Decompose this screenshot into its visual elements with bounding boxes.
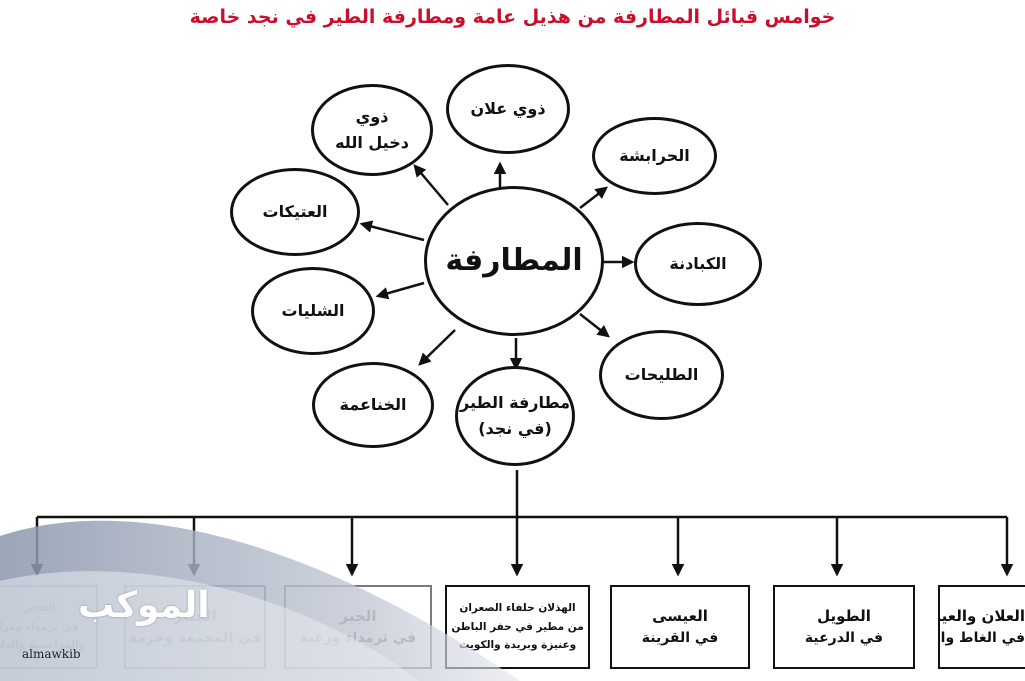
node-label: دخيل الله	[335, 133, 409, 152]
box-issa: العيسى في القرينة	[610, 585, 750, 669]
node-dhawi-dakhil: ذوي دخيل الله	[311, 84, 433, 176]
watermark-sub: almawkib	[22, 647, 81, 661]
node-label: الطليحات	[624, 365, 699, 385]
arrow-to-tulayhat	[579, 313, 610, 338]
arrow-to-dhawi-dakhil	[413, 164, 449, 206]
box-line1: الحجي	[22, 602, 56, 615]
box-line3: وعنيزة وبريدة والكويت	[458, 639, 577, 652]
box-line1: الجبر	[339, 607, 377, 626]
node-label: الحرابشة	[619, 146, 690, 166]
box-line2: من مطير في حفر الباطن	[451, 620, 584, 633]
arrow-to-shulayat	[375, 281, 425, 300]
node-khanaima: الخناعمة	[312, 362, 434, 448]
box-hadhlan: الهذلان حلفاء الصعران من مطير في حفر الب…	[445, 585, 590, 669]
node-label: مطارفة الطير	[459, 393, 571, 413]
arrow-to-harabsha	[579, 186, 608, 209]
node-label: (في نجد)	[478, 419, 552, 438]
box-line2: في الدرعية	[804, 629, 884, 646]
box-line2: في المجمعة وحرمة	[128, 629, 262, 646]
diagram-title: خوامس قبائل المطارفة من هذيل عامة ومطارف…	[189, 6, 836, 28]
node-label: الخناعمة	[339, 395, 407, 415]
box-allan-eid: العلان والعيد في الغاط والقصيبة والبرة	[938, 585, 1025, 669]
box-line2: في ثرمداء ورغبة	[299, 629, 417, 646]
box-line2: في الغاط والقصيبة والبرة	[940, 629, 1025, 646]
node-dhawi-allan: ذوي علان	[446, 64, 570, 154]
node-shulayat: الشليات	[251, 267, 375, 355]
box-line1: الطويل	[817, 607, 871, 626]
box-line1: الهذلان حلفاء الصعران	[459, 602, 576, 615]
center-node: المطارفة	[424, 186, 604, 336]
node-label: ذوي علان	[470, 99, 546, 119]
box-line1: العيسى	[652, 607, 708, 626]
box-tawil: الطويل في الدرعية	[773, 585, 915, 669]
node-utaykat: العتيكات	[230, 168, 360, 256]
box-line1: العلان والعيد	[938, 607, 1025, 626]
node-mutarafa-tayr: مطارفة الطير (في نجد)	[455, 366, 575, 466]
arrow-to-khanaima	[418, 329, 456, 366]
arrow-to-utaykat	[359, 220, 425, 242]
node-label: العتيكات	[262, 202, 328, 222]
box-line2: في ثرمداء ومرا	[0, 620, 79, 633]
node-label: ذوي	[355, 107, 389, 127]
node-harabsha: الحرابشة	[592, 117, 717, 195]
node-label: الكبادنة	[669, 254, 727, 274]
box-jabr: الجبر في ثرمداء ورغبة	[284, 585, 432, 669]
box-line2: في القرينة	[641, 629, 719, 646]
node-tulayhat: الطليحات	[599, 330, 724, 420]
watermark-logo: الموكب	[78, 585, 210, 626]
node-kabadna: الكبادنة	[634, 222, 762, 306]
node-label: الشليات	[281, 301, 345, 321]
center-label: المطارفة	[445, 243, 583, 278]
